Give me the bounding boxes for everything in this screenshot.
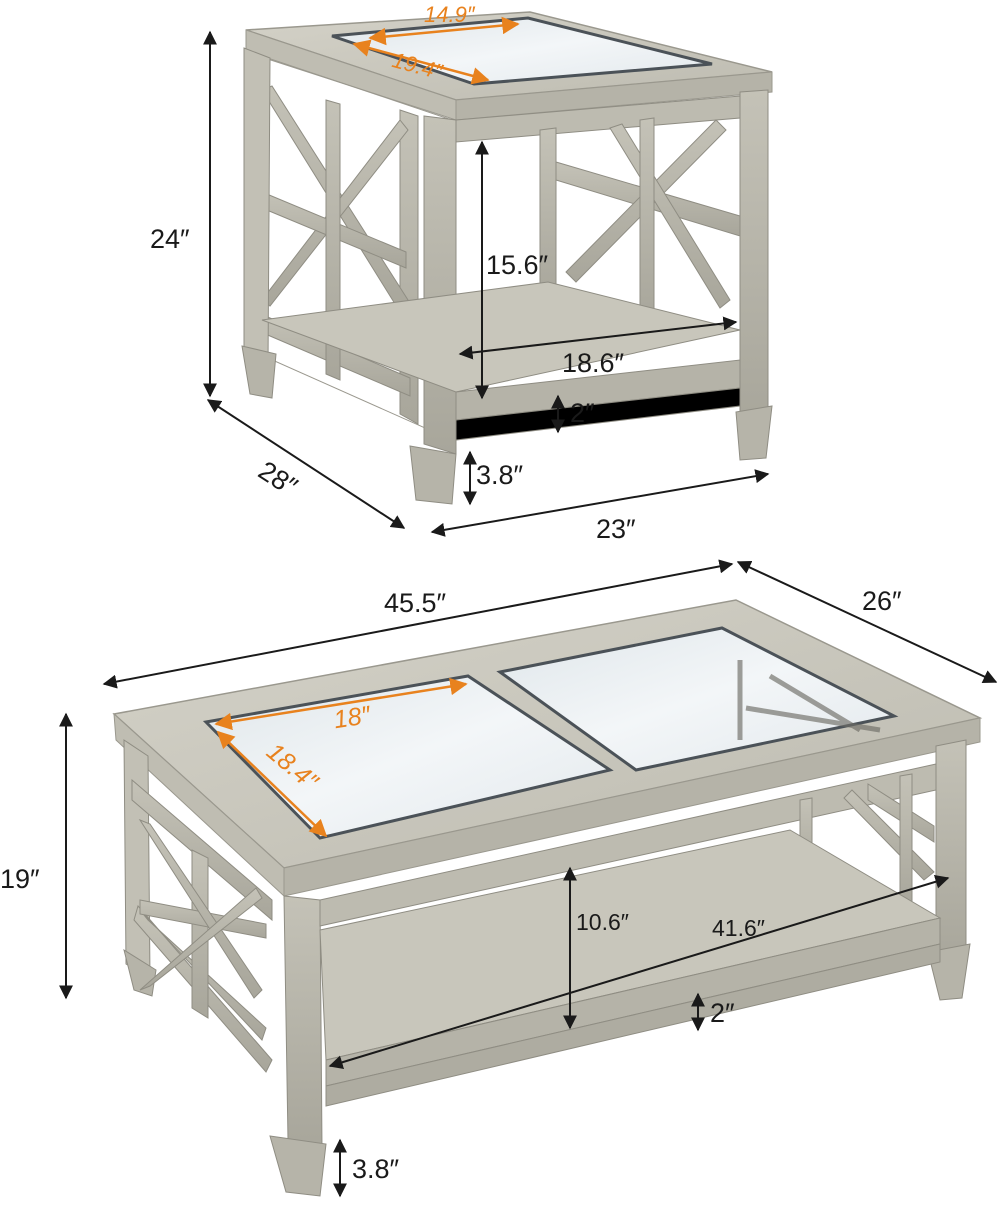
end-table-right-leg	[739, 89, 769, 425]
end-table-clearance-label: 15.6″	[486, 250, 549, 280]
coffee-table-length-label: 45.5″	[384, 588, 447, 618]
coffee-table-illustration	[112, 599, 983, 1197]
end-table-dimensions	[203, 30, 770, 537]
end-table-shelf-width-line	[458, 316, 738, 360]
end-table-left-x-frame	[249, 59, 419, 425]
end-table-back-left-foot	[241, 345, 277, 399]
end-table-illustration	[241, 11, 773, 505]
end-table-front-apron	[455, 95, 741, 143]
end-table-leg-foot-front	[409, 445, 457, 505]
coffee-table-dimensions	[59, 559, 998, 1198]
coffee-table-shelf-length-label: 41.6″	[712, 915, 765, 941]
end-table-height-label: 24″	[150, 224, 190, 254]
coffee-table-left-x-frame	[131, 778, 273, 1073]
coffee-table-clearance-label: 10.6″	[576, 909, 629, 935]
end-table-width-label: 23″	[596, 514, 636, 544]
end-table-front-left-leg	[423, 115, 457, 455]
coffee-table-height-label: 19″	[0, 864, 40, 894]
coffee-table-front-left-foot	[269, 1135, 327, 1197]
end-table-depth-line	[206, 399, 406, 529]
end-table-glass-width-label: 14.9″	[424, 2, 476, 27]
end-table-depth-label: 28″	[253, 455, 303, 502]
end-table-shelf-thickness-label: 2″	[570, 398, 595, 428]
end-table-glass-dimensions	[352, 16, 520, 85]
coffee-table-depth-line	[736, 560, 998, 684]
end-table-glass-depth-line	[352, 39, 490, 85]
coffee-table-shelf-thickness-label: 2″	[710, 998, 735, 1028]
end-table-right-x-frame	[539, 117, 741, 323]
coffee-table-front-left-leg	[283, 895, 323, 1149]
coffee-table-depth-label: 26″	[862, 586, 902, 616]
coffee-table-back-left-leg	[123, 739, 151, 979]
coffee-table-length-line	[102, 559, 734, 689]
end-table-shelf-apron	[455, 387, 741, 441]
coffee-table-glass-width-line	[214, 677, 468, 731]
end-table-right-leg-foot	[735, 405, 773, 461]
end-table-shelf-width-label: 18.6″	[562, 348, 625, 378]
coffee-table-leg-height-label: 3.8″	[352, 1154, 400, 1184]
end-table-back-left-leg	[243, 47, 271, 367]
end-table-glass-width-line	[368, 16, 520, 46]
coffee-table-shelf-length-line	[328, 874, 950, 1070]
end-table-leg-height-label: 3.8″	[476, 460, 524, 490]
coffee-table-glass-dimensions	[214, 677, 468, 838]
coffee-table-glass-width-label: 18″	[332, 701, 374, 735]
end-table-width-line	[430, 469, 770, 537]
coffee-table-glass-depth-line	[216, 730, 328, 838]
